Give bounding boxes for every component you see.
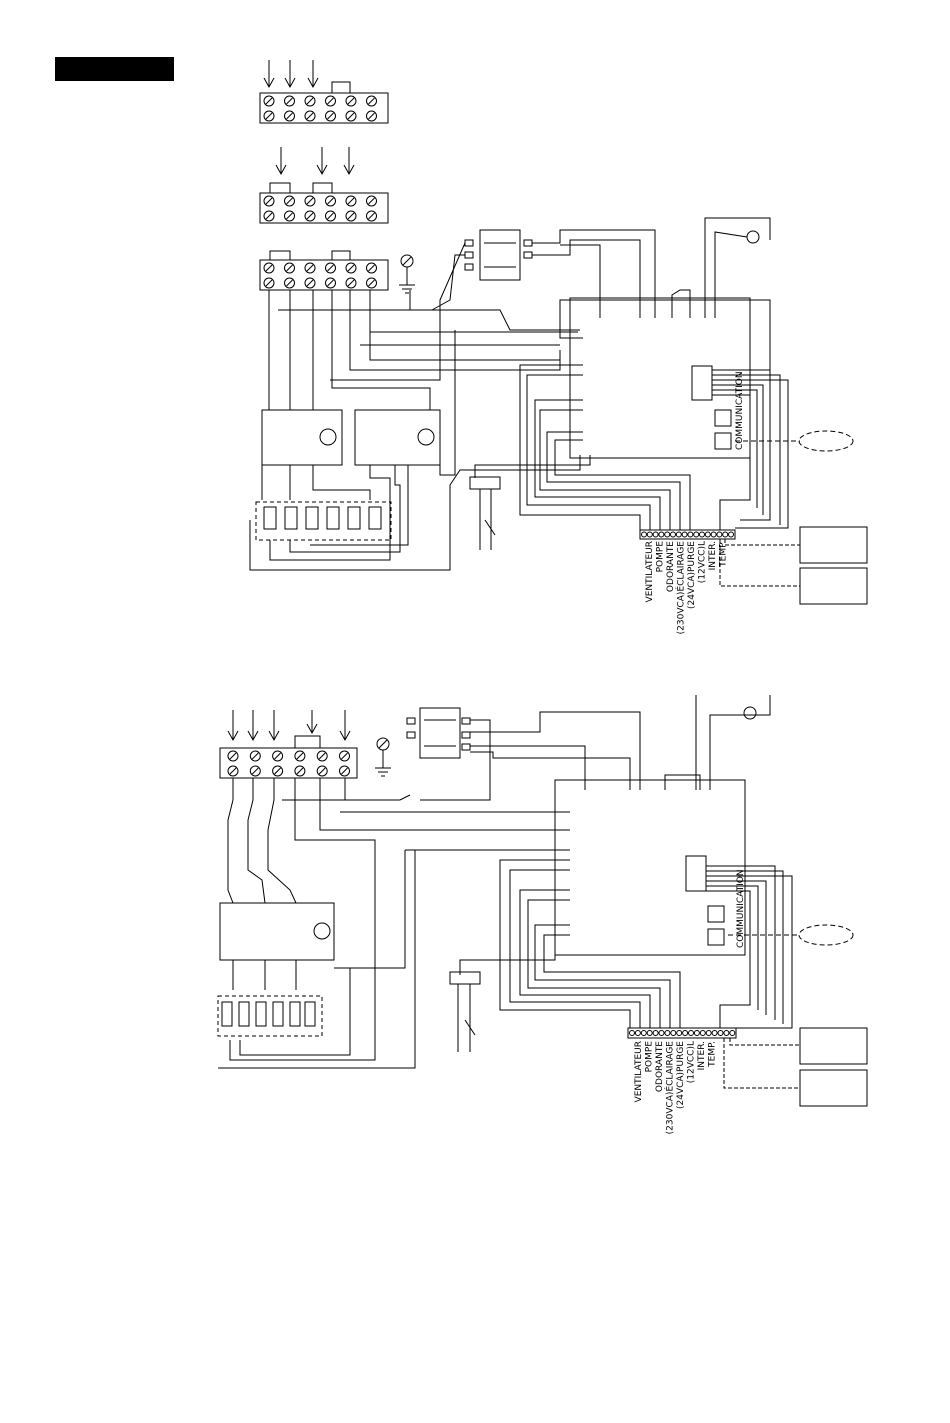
strip-terminal (700, 532, 705, 537)
bottom-wiring-diagram: COMMUNICATION (218, 695, 867, 1134)
terminal-label: VENTILATEUR (645, 541, 655, 602)
terminal-label: INTER. (708, 541, 718, 570)
strip-terminal (694, 1031, 699, 1036)
terminal-label: (24VCA)PURGE (687, 541, 697, 609)
strip-terminal (642, 532, 647, 537)
input-arrows-1 (264, 60, 350, 93)
strip-terminal (630, 1031, 635, 1036)
ground-symbol (399, 255, 415, 293)
ground-symbol-bottom (375, 738, 391, 776)
terminal-label: INTER. (697, 1041, 707, 1070)
temperature-probe-bottom (450, 972, 480, 1052)
strip-terminal (683, 1031, 688, 1036)
strip-terminal (635, 1031, 640, 1036)
transformer-bottom (407, 708, 470, 758)
strip-terminal (676, 532, 681, 537)
heating-elements (256, 502, 391, 540)
strip-terminal (671, 532, 676, 537)
strip-terminal (641, 1031, 646, 1036)
strip-terminal (700, 1031, 705, 1036)
control-board: COMMUNICATION (570, 298, 750, 458)
strip-terminal (688, 532, 693, 537)
terminal-label: (230VCA)ÉCLAIRAGE (675, 541, 687, 635)
terminal-label: VENTILATEUR (634, 1041, 644, 1102)
board-communication-label: COMMUNICATION (735, 371, 745, 450)
strip-terminal (705, 532, 710, 537)
strip-terminal (647, 1031, 652, 1036)
external-module-top-2 (720, 539, 867, 604)
terminal-label: POMPE (656, 541, 666, 573)
terminal-strip-top (640, 530, 735, 539)
strip-terminal (711, 532, 716, 537)
strip-terminal (653, 1031, 658, 1036)
terminal-label: TEMP. (708, 1041, 718, 1068)
top-wiring-diagram: COMMUNICATION (250, 60, 867, 760)
external-module-bottom-1 (730, 1028, 867, 1064)
strip-terminal (653, 532, 658, 537)
terminal-label: TEMP. (719, 541, 729, 568)
strip-terminal (659, 1031, 664, 1036)
strip-terminal (689, 1031, 694, 1036)
strip-terminal (677, 1031, 682, 1036)
external-module-top-1 (725, 527, 867, 563)
communication-link-top (735, 431, 853, 451)
terminal-block-3 (260, 251, 415, 293)
contactor-2 (355, 410, 440, 465)
input-arrows-2 (270, 147, 354, 193)
terminal-label: (12VCC)L (687, 1041, 697, 1083)
strip-terminal (682, 532, 687, 537)
strip-terminal (647, 532, 652, 537)
heating-elements-bottom (218, 996, 322, 1036)
external-module-bottom-2 (724, 1038, 867, 1106)
strip-terminal (729, 532, 734, 537)
terminal-label: (230VCA)ÉCLAIRAGE (664, 1041, 676, 1135)
terminal-block-1 (260, 60, 388, 123)
terminal-block-2 (260, 147, 388, 223)
terminal-label: (12VCC)L (698, 541, 708, 583)
input-arrows-4 (228, 710, 350, 748)
terminal-block-4 (220, 710, 391, 778)
strip-terminal (730, 1031, 735, 1036)
terminal-label: (24VCA)PURGE (676, 1041, 686, 1109)
strip-terminal (665, 532, 670, 537)
strip-terminal (671, 1031, 676, 1036)
contactor-bottom (220, 903, 334, 960)
strip-terminal (665, 1031, 670, 1036)
strip-terminal (723, 532, 728, 537)
strip-terminal (712, 1031, 717, 1036)
strip-terminal (717, 532, 722, 537)
communication-link-bottom (728, 925, 853, 945)
wiring-harness-top (250, 218, 788, 760)
terminal-label: POMPE (645, 1041, 655, 1073)
temperature-probe-top (470, 477, 500, 550)
contactor-1 (262, 410, 342, 465)
strip-terminal (706, 1031, 711, 1036)
transformer (465, 230, 532, 280)
header-tab-bar (55, 57, 174, 81)
terminal-label: ODORANTE (666, 541, 676, 592)
terminal-strip-bottom (628, 1028, 736, 1038)
strip-terminal (694, 532, 699, 537)
strip-terminal (718, 1031, 723, 1036)
strip-terminal (724, 1031, 729, 1036)
terminal-label: ODORANTE (655, 1041, 665, 1092)
terminal-screws-1 (264, 96, 377, 121)
control-board-bottom: COMMUNICATION (555, 780, 746, 955)
strip-terminal (659, 532, 664, 537)
